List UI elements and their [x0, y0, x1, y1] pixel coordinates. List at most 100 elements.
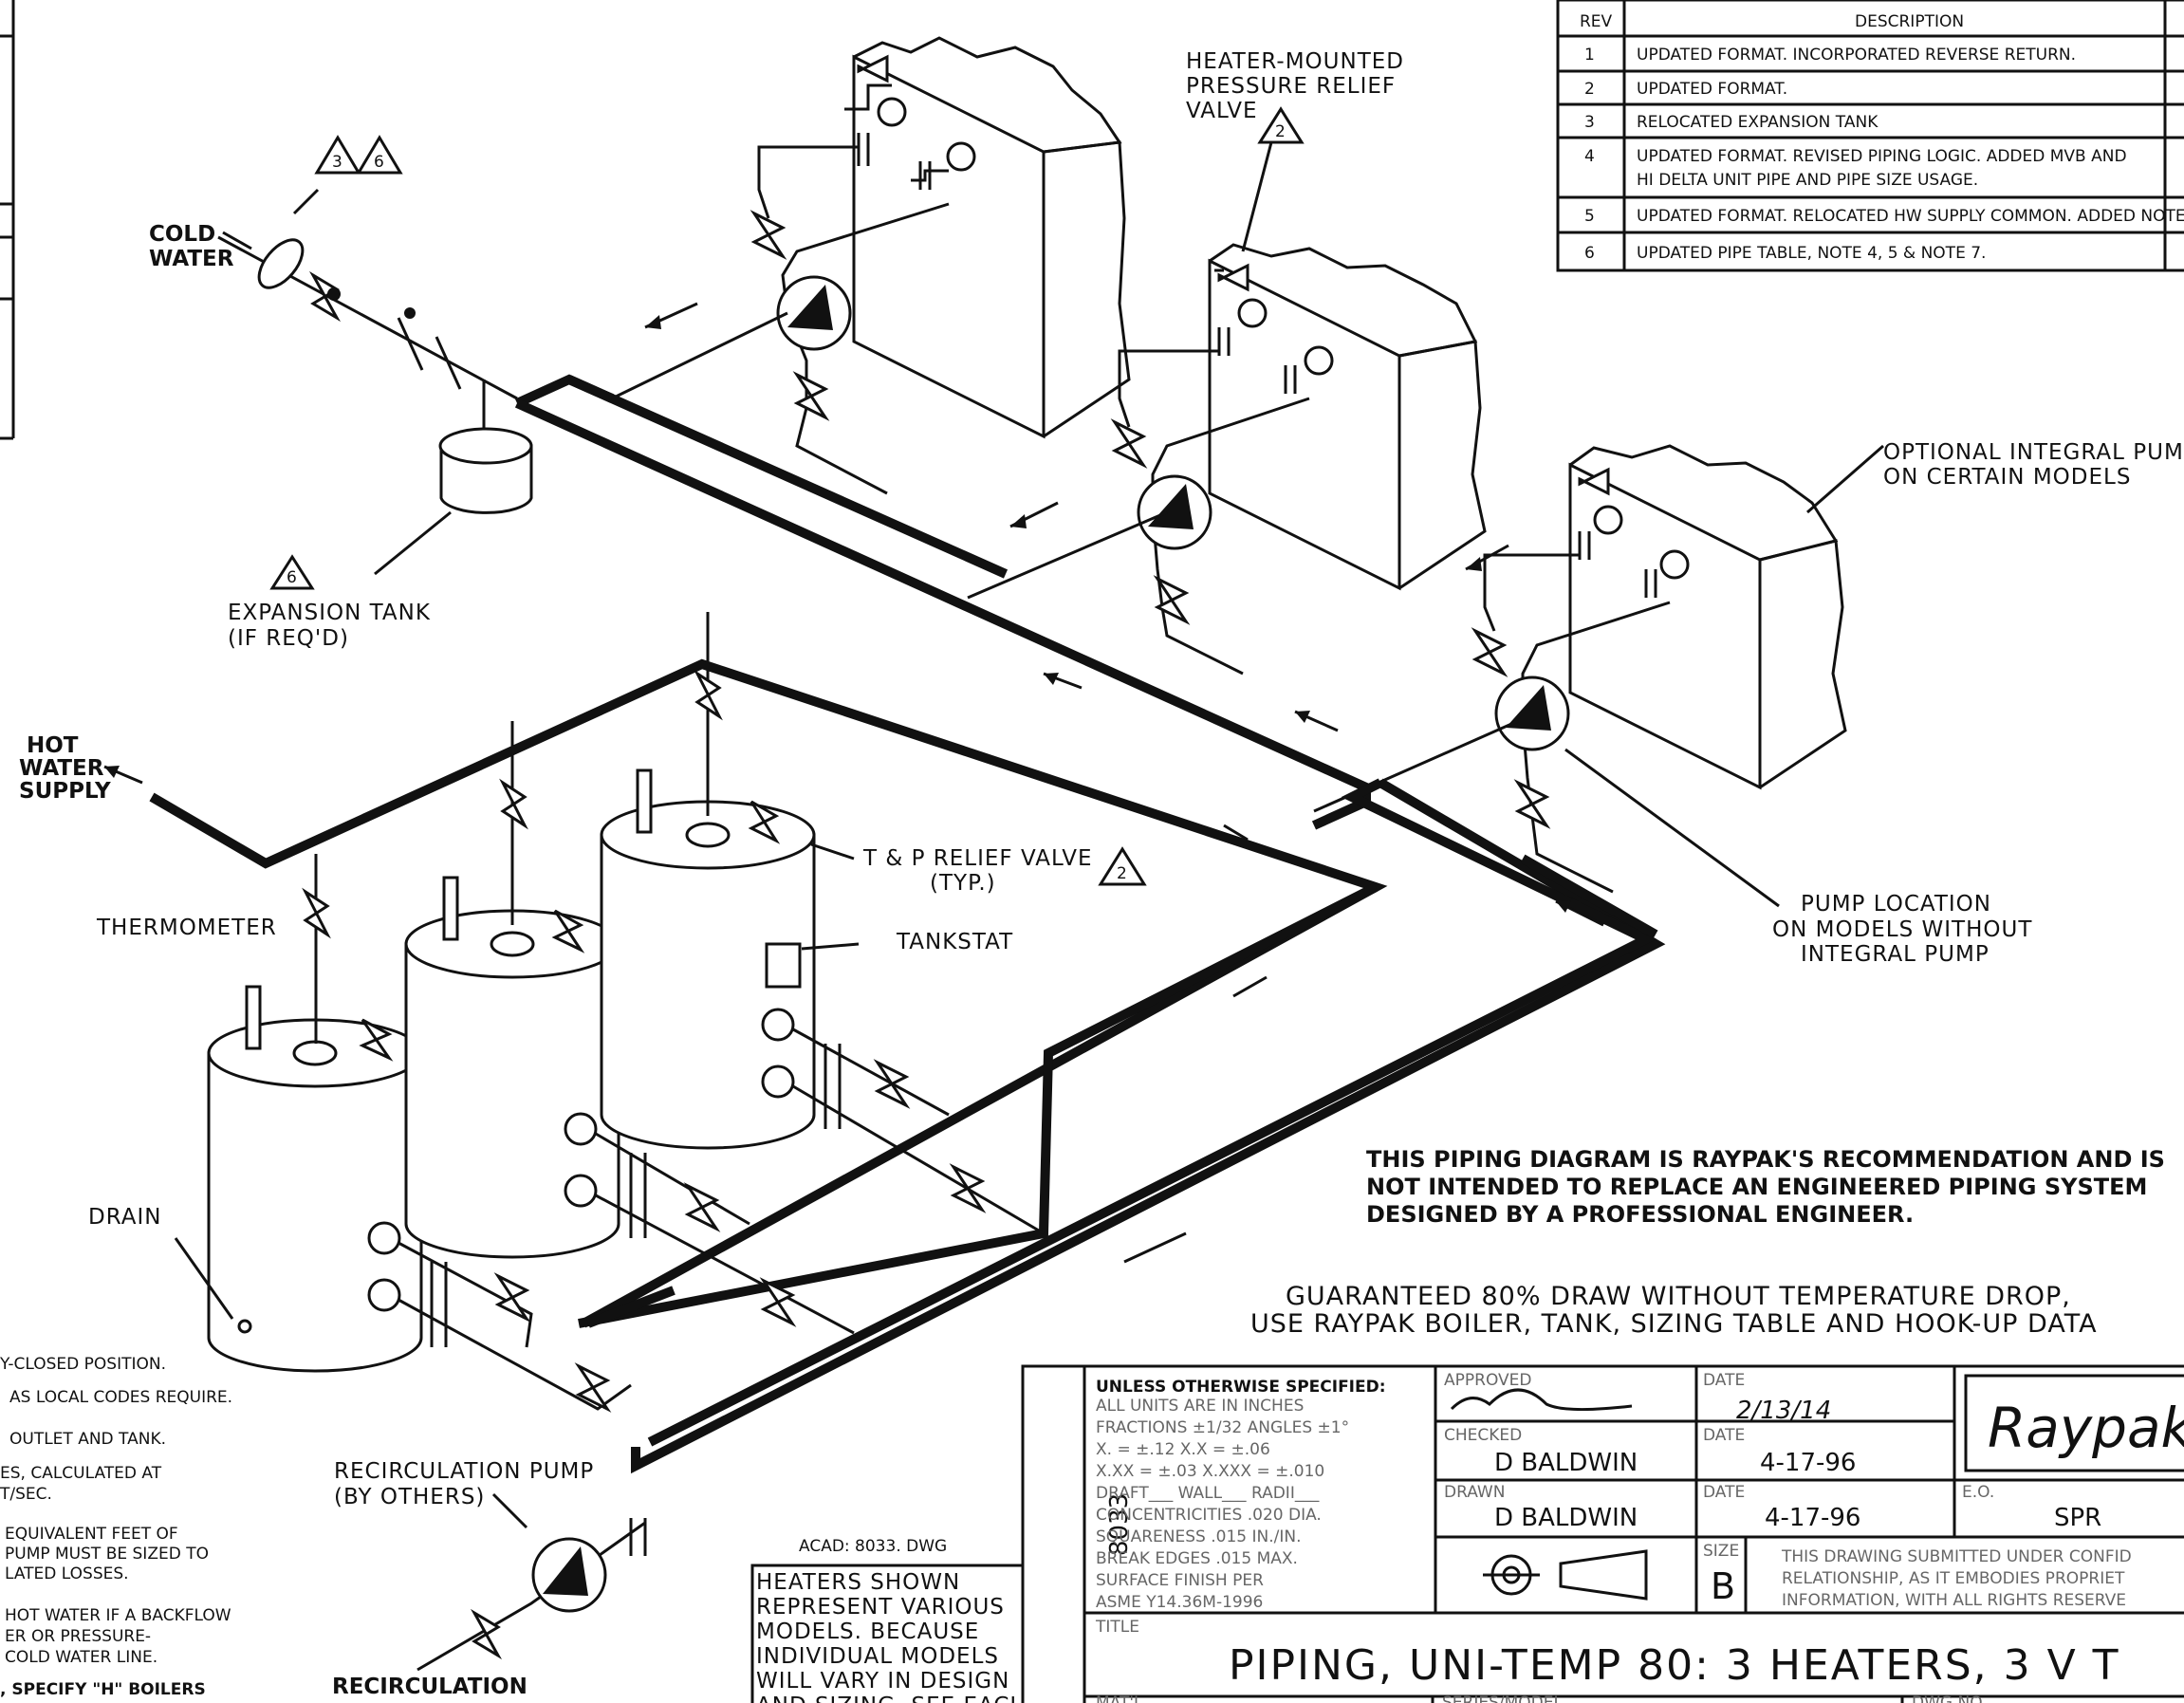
svg-text:USE RAYPAK BOILER, TANK, SIZIN: USE RAYPAK BOILER, TANK, SIZING TABLE AN… — [1250, 1309, 2098, 1339]
storage-tank-3 — [600, 768, 860, 1150]
svg-text:HEATER-MOUNTED: HEATER-MOUNTED — [1186, 49, 1404, 74]
svg-text:3: 3 — [332, 153, 342, 172]
svg-text:4-17-96: 4-17-96 — [1765, 1504, 1860, 1532]
svg-text:DESCRIPTION: DESCRIPTION — [1855, 12, 1964, 31]
svg-text:1: 1 — [1584, 46, 1595, 65]
svg-text:, SPECIFY "H" BOILERS: , SPECIFY "H" BOILERS — [0, 1680, 206, 1699]
svg-text:AND SIZING, SEE EACH: AND SIZING, SEE EACH — [756, 1694, 1027, 1703]
callout-pump-location: PUMP LOCATION ON MODELS WITHOUT INTEGRAL… — [1772, 892, 2032, 967]
svg-text:UPDATED FORMAT. REVISED PIPING: UPDATED FORMAT. REVISED PIPING LOGIC. AD… — [1637, 147, 2127, 166]
svg-text:ON CERTAIN MODELS: ON CERTAIN MODELS — [1883, 465, 2131, 490]
svg-text:WATER: WATER — [149, 247, 234, 271]
svg-text:ER OR PRESSURE-: ER OR PRESSURE- — [5, 1627, 151, 1646]
svg-text:PUMP MUST BE SIZED TO: PUMP MUST BE SIZED TO — [5, 1545, 209, 1564]
recirculation-pump — [416, 1492, 647, 1672]
callout-tp-relief: T & P RELIEF VALVE (TYP.) 2 — [862, 846, 1147, 896]
svg-text:EQUIVALENT FEET OF: EQUIVALENT FEET OF — [5, 1525, 178, 1544]
svg-text:PUMP LOCATION: PUMP LOCATION — [1801, 892, 1991, 916]
svg-text:COLD: COLD — [149, 222, 215, 247]
svg-text:2: 2 — [1117, 864, 1127, 883]
svg-text:WILL VARY IN DESIGN: WILL VARY IN DESIGN — [756, 1669, 1009, 1694]
svg-text:COLD WATER LINE.: COLD WATER LINE. — [5, 1648, 157, 1667]
disclaimer: THIS PIPING DIAGRAM IS RAYPAK'S RECOMMEN… — [1366, 1146, 2165, 1228]
svg-text:T/SEC.: T/SEC. — [0, 1485, 52, 1504]
drawing-title: PIPING, UNI-TEMP 80: 3 HEATERS, 3 V T — [1229, 1641, 2120, 1690]
tank-bottom-piping — [367, 1008, 1045, 1413]
svg-text:HOT: HOT — [27, 733, 79, 758]
svg-text:(IF REQ'D): (IF REQ'D) — [228, 626, 349, 651]
heater-3 — [1568, 444, 1847, 790]
svg-text:INTEGRAL PUMP: INTEGRAL PUMP — [1801, 942, 1990, 967]
svg-text:VALVE: VALVE — [1186, 99, 1258, 123]
svg-text:HI DELTA UNIT PIPE AND PIPE SI: HI DELTA UNIT PIPE AND PIPE SIZE USAGE. — [1637, 171, 1978, 190]
svg-text:ES, CALCULATED AT: ES, CALCULATED AT — [0, 1464, 162, 1483]
svg-text:T & P RELIEF VALVE: T & P RELIEF VALVE — [862, 846, 1093, 871]
svg-text:RECIRCULATION PUMP: RECIRCULATION PUMP — [334, 1459, 594, 1484]
callout-optional-pump: OPTIONAL INTEGRAL PUMP ON CERTAIN MODELS — [1883, 440, 2184, 490]
svg-text:DRAFT___ WALL___ RADII___: DRAFT___ WALL___ RADII___ — [1096, 1484, 1320, 1503]
svg-text:FRACTIONS ±1/32 ANGLES ±1°: FRACTIONS ±1/32 ANGLES ±1° — [1096, 1418, 1349, 1437]
svg-text:4: 4 — [1584, 147, 1595, 166]
svg-text:DESIGNED BY A PROFESSIONAL ENG: DESIGNED BY A PROFESSIONAL ENGINEER. — [1366, 1201, 1914, 1228]
svg-text:6: 6 — [1584, 244, 1595, 263]
heater-valves — [750, 54, 1690, 894]
heaters-note: HEATERS SHOWN REPRESENT VARIOUS MODELS. … — [750, 1564, 1027, 1703]
svg-text:TITLE: TITLE — [1095, 1618, 1139, 1637]
callout-thermometer: THERMOMETER — [96, 916, 277, 940]
storage-tank-1 — [174, 985, 423, 1373]
svg-text:DRAWN: DRAWN — [1444, 1483, 1505, 1502]
svg-text:HOT WATER IF A BACKFLOW: HOT WATER IF A BACKFLOW — [5, 1606, 231, 1625]
svg-text:SQUARENESS .015 IN./IN.: SQUARENESS .015 IN./IN. — [1096, 1527, 1302, 1546]
svg-text:CONCENTRICITIES .020 DIA.: CONCENTRICITIES .020 DIA. — [1096, 1506, 1322, 1525]
leader-lines — [292, 141, 1884, 908]
svg-text:RELOCATED EXPANSION TANK: RELOCATED EXPANSION TANK — [1637, 113, 1879, 132]
svg-text:SPR: SPR — [2054, 1504, 2101, 1532]
svg-text:2: 2 — [1275, 122, 1286, 141]
svg-text:Y-CLOSED POSITION.: Y-CLOSED POSITION. — [0, 1355, 166, 1374]
svg-text:B: B — [1711, 1565, 1735, 1607]
flow-arrows — [103, 231, 1604, 1264]
callout-expansion-tank: 6 EXPANSION TANK (IF REQ'D) — [228, 554, 430, 651]
svg-text:DWG NO.: DWG NO. — [1912, 1694, 1987, 1703]
svg-text:DATE: DATE — [1703, 1426, 1745, 1445]
svg-text:OPTIONAL INTEGRAL PUMP: OPTIONAL INTEGRAL PUMP — [1883, 440, 2184, 465]
callout-drain: DRAIN — [88, 1205, 161, 1230]
svg-text:THIS PIPING DIAGRAM IS RAYPAK': THIS PIPING DIAGRAM IS RAYPAK'S RECOMMEN… — [1366, 1146, 2165, 1173]
callout-cold-water: COLD WATER 3 6 — [149, 135, 403, 271]
svg-text:INDIVIDUAL MODELS: INDIVIDUAL MODELS — [756, 1644, 999, 1669]
svg-text:X.XX = ±.03 X.XXX = ±.010: X.XX = ±.03 X.XXX = ±.010 — [1096, 1462, 1324, 1481]
supply-return-pipes — [149, 311, 1666, 1474]
svg-text:REV: REV — [1580, 12, 1613, 31]
svg-text:THIS DRAWING SUBMITTED UNDE: THIS DRAWING SUBMITTED UNDER CONFID — [1781, 1547, 2132, 1566]
left-notes-frame — [0, 0, 15, 440]
svg-text:5: 5 — [1584, 207, 1595, 226]
svg-text:MODELS. BECAUSE: MODELS. BECAUSE — [756, 1620, 979, 1644]
svg-text:OUTLET AND TANK.: OUTLET AND TANK. — [9, 1430, 166, 1449]
svg-text:ASME Y14.36M-1996: ASME Y14.36M-1996 — [1096, 1593, 1263, 1612]
svg-text:X. = ±.12 X.X = ±.06: X. = ±.12 X.X = ±.06 — [1096, 1440, 1270, 1459]
svg-text:6: 6 — [374, 153, 384, 172]
svg-text:E.O.: E.O. — [1962, 1483, 1994, 1502]
svg-text:SUPPLY: SUPPLY — [19, 779, 111, 804]
svg-text:4-17-96: 4-17-96 — [1760, 1449, 1856, 1477]
svg-text:D BALDWIN: D BALDWIN — [1494, 1449, 1638, 1477]
raypak-logo: Raypak — [1988, 1396, 2184, 1460]
heater-2 — [1208, 243, 1487, 591]
expansion-tank — [374, 427, 533, 576]
svg-text:DATE: DATE — [1703, 1483, 1745, 1502]
svg-text:ALL UNITS ARE IN INCHES: ALL UNITS ARE IN INCHES — [1096, 1397, 1304, 1416]
svg-text:UPDATED FORMAT.: UPDATED FORMAT. — [1637, 80, 1787, 99]
svg-text:UPDATED FORMAT. RELOCATED HW S: UPDATED FORMAT. RELOCATED HW SUPPLY COMM… — [1637, 207, 2184, 226]
callout-prv: HEATER-MOUNTED PRESSURE RELIEF VALVE 2 — [1186, 49, 1404, 144]
svg-text:6: 6 — [287, 568, 297, 587]
svg-text:ON MODELS WITHOUT: ON MODELS WITHOUT — [1772, 917, 2032, 942]
guarantee-note: GUARANTEED 80% DRAW WITHOUT TEMPERATURE … — [1250, 1282, 2098, 1339]
svg-text:NOT INTENDED TO REPLACE AN ENG: NOT INTENDED TO REPLACE AN ENGINEERED PI… — [1366, 1174, 2147, 1200]
svg-text:D BALDWIN: D BALDWIN — [1494, 1504, 1638, 1532]
svg-text:2: 2 — [1584, 80, 1595, 99]
svg-text:SURFACE FINISH PER: SURFACE FINISH PER — [1096, 1571, 1264, 1590]
cold-water-line — [217, 235, 518, 441]
svg-text:UPDATED FORMAT. INCORPORATE: UPDATED FORMAT. INCORPORATED REVERSE RET… — [1637, 46, 2076, 65]
svg-text:RELATIONSHIP, AS IT EMBODIE: RELATIONSHIP, AS IT EMBODIES PROPRIET — [1782, 1569, 2125, 1588]
